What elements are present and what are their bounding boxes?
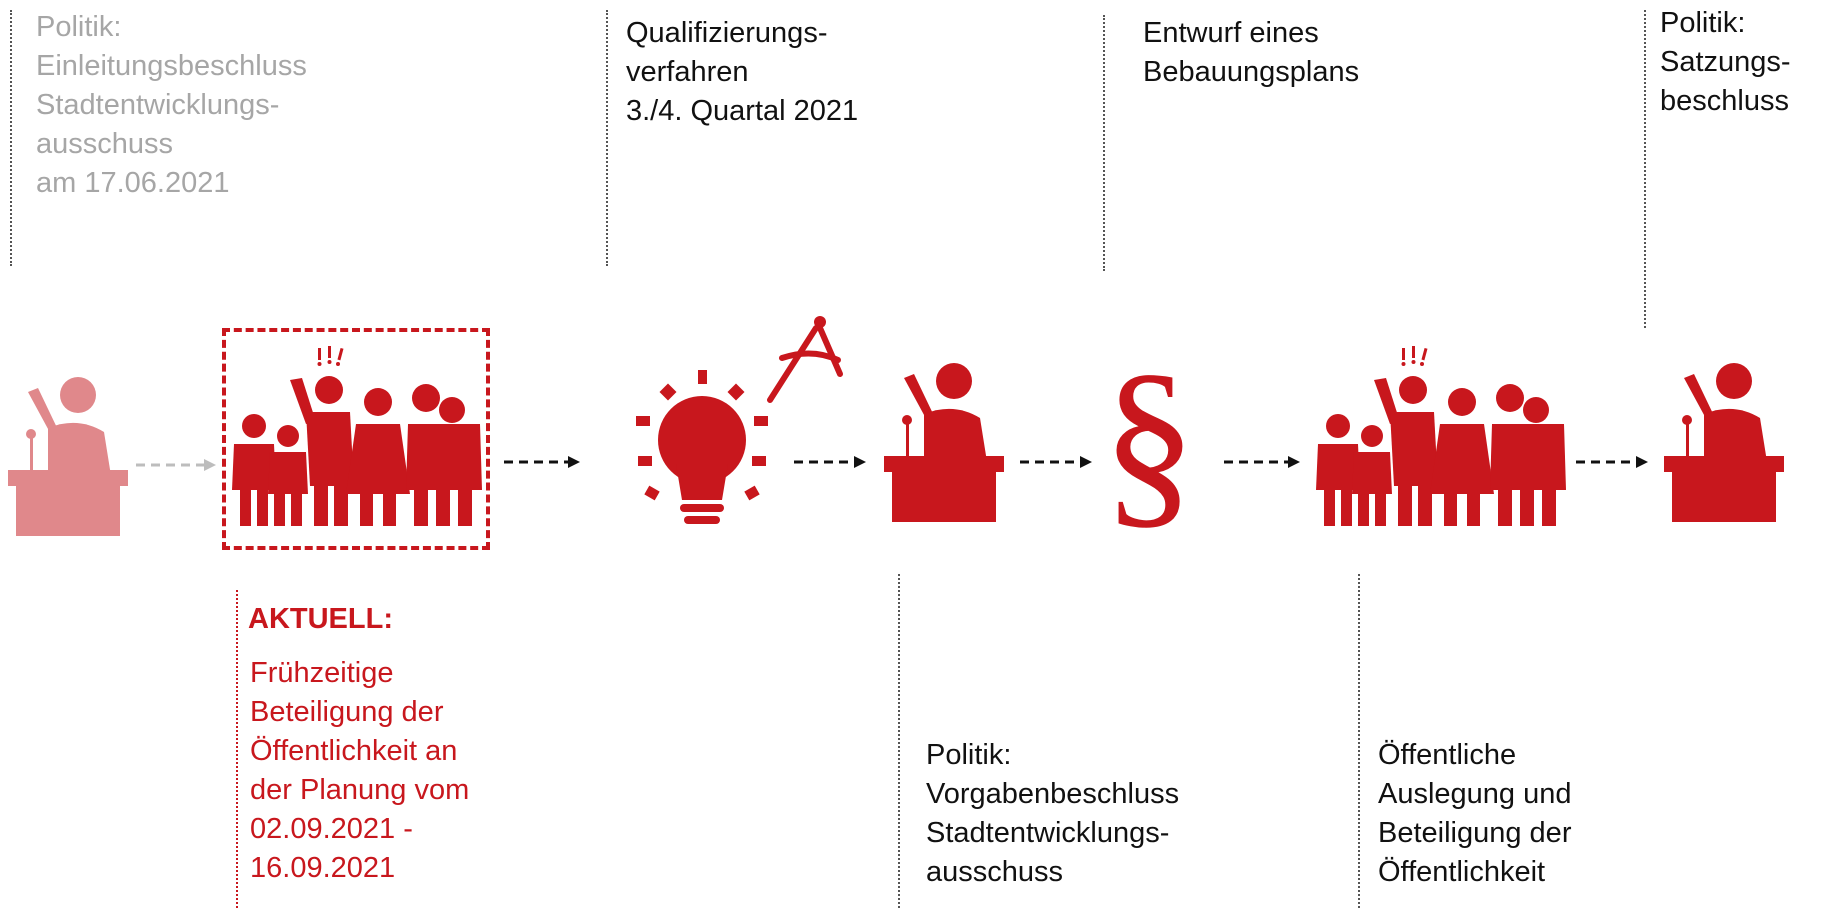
connector-line-step1	[10, 10, 12, 266]
speaker-podium-icon	[8, 377, 128, 536]
step-label-vorgabenbeschluss: Politik: Vorgabenbeschluss Stadtentwickl…	[926, 736, 1179, 892]
label-line: Öffentliche	[1378, 739, 1517, 771]
label-line: Satzungs-	[1660, 46, 1791, 78]
arrow-icon	[1576, 456, 1648, 468]
connector-line-step3	[1103, 15, 1105, 271]
connector-line-current	[236, 590, 238, 908]
arrow-icon	[136, 459, 216, 471]
label-line: Frühzeitige	[250, 657, 394, 689]
label-line: Beteiligung der	[250, 696, 444, 728]
speaker-podium-icon	[884, 363, 1004, 522]
step-label-satzungsbeschluss: Politik: Satzungs- beschluss	[1660, 4, 1791, 121]
label-line: verfahren	[626, 56, 749, 88]
speaker-podium-icon	[1664, 363, 1784, 522]
label-line: 16.09.2021	[250, 852, 396, 884]
connector-line-step2	[606, 10, 608, 266]
paragraph-icon: §	[1108, 352, 1190, 528]
label-line: 3./4. Quartal 2021	[626, 95, 859, 127]
label-line: Qualifizierungs-	[626, 17, 828, 49]
arrow-icon	[1020, 456, 1092, 468]
connector-line-bottom2	[1358, 574, 1360, 908]
current-step-highlight	[222, 328, 490, 550]
label-line: Stadtentwicklungs-	[926, 817, 1170, 849]
label-line: beschluss	[1660, 85, 1789, 117]
label-line: ausschuss	[36, 128, 174, 160]
label-line: 02.09.2021 -	[250, 813, 413, 845]
label-line: Politik:	[1660, 7, 1746, 39]
label-line: Einleitungsbeschluss	[36, 50, 307, 82]
label-line: Öffentlichkeit an	[250, 735, 458, 767]
lightbulb-compass-icon	[636, 316, 843, 524]
svg-text:§: §	[1108, 352, 1190, 528]
label-line: am 17.06.2021	[36, 167, 230, 199]
crowd-protest-icon	[1316, 346, 1566, 526]
step-label-qualifizierungsverfahren: Qualifizierungs- verfahren 3./4. Quartal…	[626, 14, 858, 131]
label-line: Öffentlichkeit	[1378, 856, 1546, 888]
current-step-label: Frühzeitige Beteiligung der Öffentlichke…	[250, 654, 469, 888]
label-line: der Planung vom	[250, 774, 470, 806]
label-line: Politik:	[36, 11, 122, 43]
step-label-einleitungsbeschluss: Politik: Einleitungsbeschluss Stadtentwi…	[36, 8, 307, 203]
connector-line-step4	[1644, 10, 1646, 328]
label-line: Politik:	[926, 739, 1012, 771]
arrow-icon	[504, 456, 580, 468]
step-label-entwurf: Entwurf eines Bebauungsplans	[1143, 14, 1359, 92]
label-line: Stadtentwicklungs-	[36, 89, 280, 121]
current-step-heading: AKTUELL:	[248, 603, 393, 635]
crowd-protest-icon	[232, 346, 482, 526]
label-line: Beteiligung der	[1378, 817, 1572, 849]
step-label-auslegung: Öffentliche Auslegung und Beteiligung de…	[1378, 736, 1572, 892]
label-line: Bebauungsplans	[1143, 56, 1360, 88]
label-line: Vorgabenbeschluss	[926, 778, 1180, 810]
arrow-icon	[794, 456, 866, 468]
label-line: ausschuss	[926, 856, 1064, 888]
connector-line-bottom1	[898, 574, 900, 908]
arrow-icon	[1224, 456, 1300, 468]
label-line: Entwurf eines	[1143, 17, 1319, 49]
label-line: Auslegung und	[1378, 778, 1572, 810]
